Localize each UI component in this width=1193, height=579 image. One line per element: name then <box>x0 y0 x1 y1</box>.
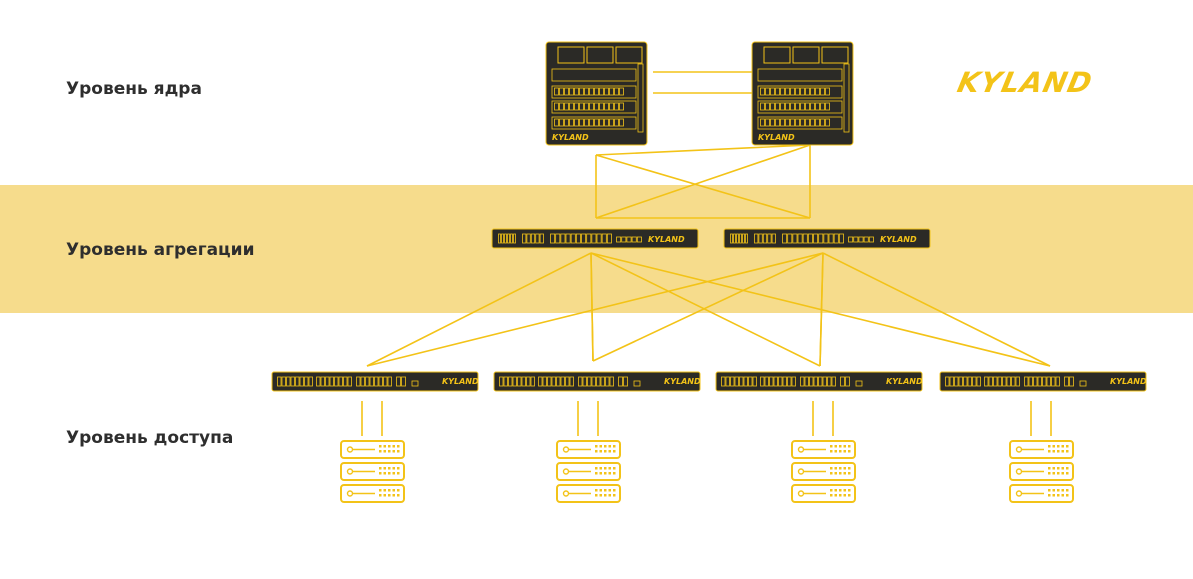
device-brand-label: KYLAND <box>886 377 923 386</box>
core-agg-link <box>595 154 811 219</box>
access-switch-icon: KYLAND <box>493 371 701 392</box>
access-layer-label: Уровень доступа <box>66 428 234 448</box>
server-stack-icon <box>340 440 405 503</box>
device-brand-label: KYLAND <box>552 133 589 142</box>
access-switch-icon: KYLAND <box>939 371 1147 392</box>
device-brand-label: KYLAND <box>664 377 701 386</box>
device-brand-label: KYLAND <box>442 377 479 386</box>
agg-access-link <box>592 252 824 362</box>
core-switches: KYLAND KYLAND <box>545 41 854 146</box>
core-agg-link <box>595 144 811 219</box>
device-brand-label: KYLAND <box>758 133 795 142</box>
kyland-logo: KYLAND <box>954 66 1096 99</box>
agg-access-link <box>590 252 821 367</box>
agg-access-link <box>366 252 824 367</box>
access-switch-icon: KYLAND <box>715 371 923 392</box>
access-switch-icon: KYLAND <box>271 371 479 392</box>
rack-switch-icon: KYLAND <box>491 228 699 249</box>
aggregation-layer-label: Уровень агрегации <box>66 240 255 260</box>
agg-access-link <box>822 252 1051 367</box>
access-switches: KYLAND KYLAND KYLAND KYLAND <box>271 371 1147 392</box>
device-brand-label: KYLAND <box>648 235 685 244</box>
aggregation-switches: KYLAND KYLAND <box>491 228 931 249</box>
server-stack-icon <box>556 440 621 503</box>
servers <box>340 440 1074 503</box>
network-links <box>361 71 1052 436</box>
core-agg-link <box>595 144 811 156</box>
agg-access-link <box>590 252 1051 367</box>
device-brand-label: KYLAND <box>880 235 917 244</box>
chassis-switch-icon: KYLAND <box>545 41 648 146</box>
agg-access-link <box>819 252 824 367</box>
server-stack-icon <box>791 440 856 503</box>
core-layer-label: Уровень ядра <box>66 79 202 99</box>
chassis-switch-icon: KYLAND <box>751 41 854 146</box>
server-stack-icon <box>1009 440 1074 503</box>
device-brand-label: KYLAND <box>1110 377 1147 386</box>
agg-access-link <box>590 252 594 362</box>
agg-access-link <box>366 252 592 367</box>
rack-switch-icon: KYLAND <box>723 228 931 249</box>
